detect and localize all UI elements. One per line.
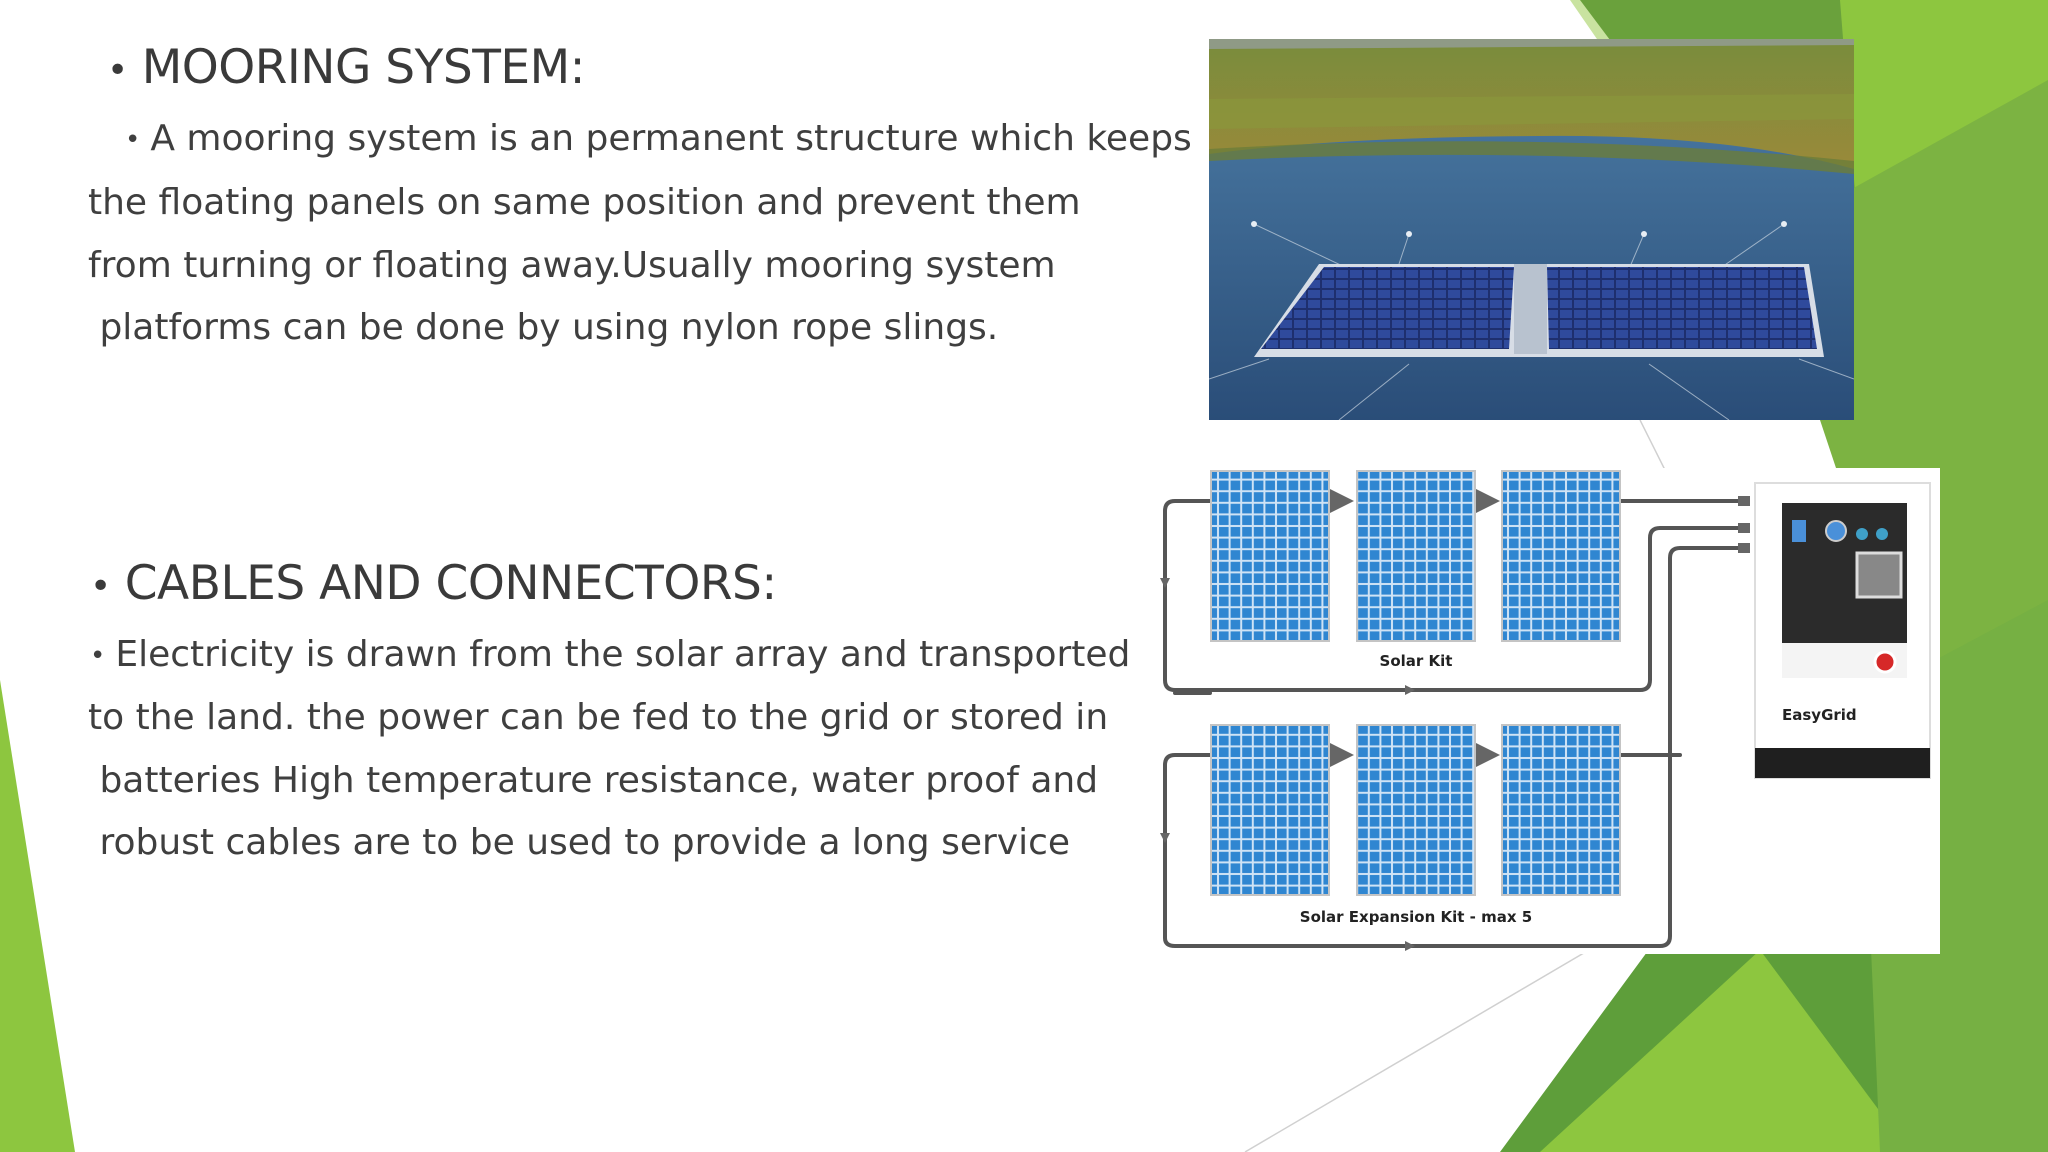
solar-expansion-kit-label: Solar Expansion Kit - max 5 — [1300, 908, 1532, 926]
solar-kit-label: Solar Kit — [1380, 652, 1453, 670]
cables-heading: •CABLES AND CONNECTORS: — [90, 556, 777, 611]
floating-solar-photo — [1209, 39, 1854, 420]
bullet-icon: • — [90, 641, 106, 671]
cables-line-2: to the land. the power can be fed to the… — [88, 697, 1109, 738]
bullet-icon: • — [125, 125, 141, 155]
bullet-icon: • — [90, 566, 111, 607]
cables-line-4: robust cables are to be used to provide … — [88, 822, 1071, 863]
mooring-line-3: from turning or floating away.Usually mo… — [88, 245, 1056, 286]
mooring-heading: •MOORING SYSTEM: — [107, 40, 585, 95]
mooring-line-1: •A mooring system is an permanent struct… — [125, 118, 1192, 159]
easygrid-device: EasyGrid — [1754, 482, 1931, 779]
cables-line-1: •Electricity is drawn from the solar arr… — [90, 634, 1131, 675]
solar-kit-diagram: Solar Kit Solar Expansion Kit - max 5 Ea… — [1160, 468, 1940, 954]
easygrid-brand-label: EasyGrid — [1782, 706, 1857, 724]
cables-line-3: batteries High temperature resistance, w… — [88, 760, 1099, 801]
mooring-line-2: the floating panels on same position and… — [88, 182, 1081, 223]
mooring-line-4: platforms can be done by using nylon rop… — [88, 307, 999, 348]
bullet-icon: • — [107, 50, 128, 91]
